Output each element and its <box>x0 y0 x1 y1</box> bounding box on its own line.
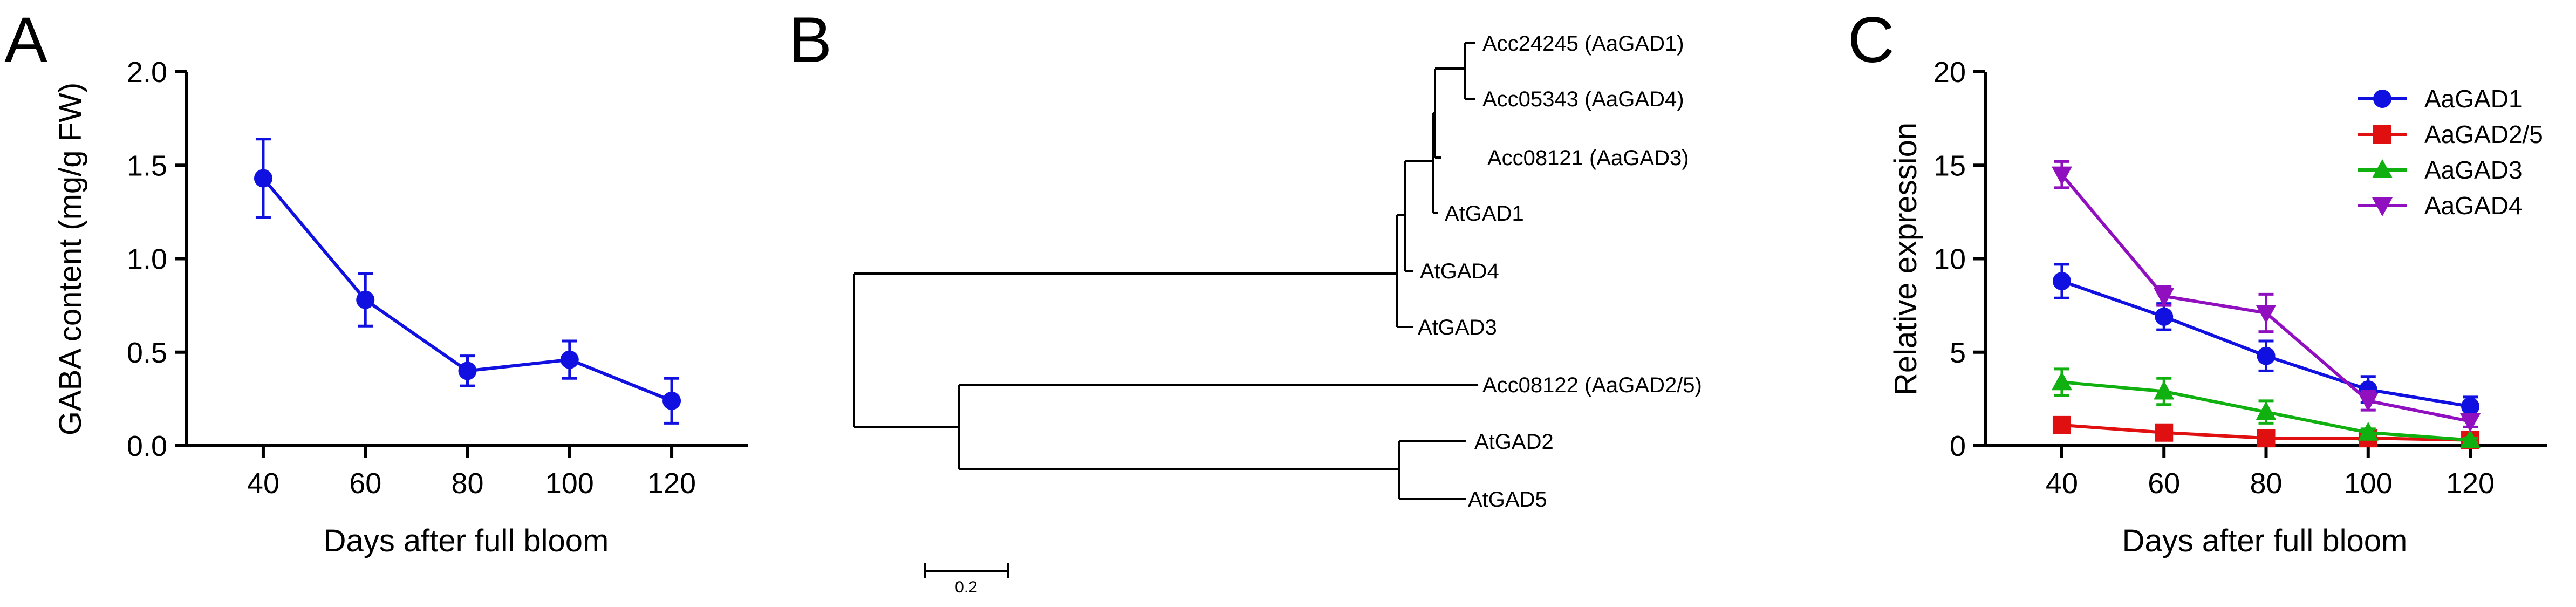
tree-leaf-label: AtGAD5 <box>1468 488 1547 511</box>
data-point <box>2051 371 2072 391</box>
legend-marker <box>2372 197 2393 216</box>
panel-b-tree: B Acc24245 (AaGAD1) Acc05343 (AaGAD4) Ac… <box>789 4 1702 596</box>
tree-leaf-label: Acc24245 (AaGAD1) <box>1482 32 1684 56</box>
panel-c-y-ticks: 0 5 10 15 20 <box>1933 56 1985 462</box>
tree-leaf-label: AtGAD1 <box>1445 202 1524 226</box>
y-tick-label: 20 <box>1933 56 1966 88</box>
y-tick-label: 10 <box>1933 243 1966 276</box>
tree-branch-root <box>853 272 1397 428</box>
panel-c-x-axis-title: Days after full bloom <box>2122 523 2408 558</box>
y-tick-label: 0.0 <box>127 430 167 462</box>
x-tick-label: 120 <box>647 467 696 500</box>
x-tick-label: 120 <box>2446 467 2495 500</box>
panel-a-x-ticks: 40 60 80 100 120 <box>247 446 696 500</box>
y-tick-label: 0.5 <box>127 337 167 369</box>
data-point <box>2052 415 2071 434</box>
tree-branch-main-clade <box>1396 214 1413 328</box>
data-point <box>2155 307 2174 326</box>
x-tick-label: 100 <box>545 467 594 500</box>
tree-leaf-labels: Acc24245 (AaGAD1) Acc05343 (AaGAD4) Acc0… <box>1418 32 1702 511</box>
legend-marker <box>2373 90 2391 108</box>
y-tick-label: 5 <box>1950 337 1966 369</box>
x-tick-label: 60 <box>2148 467 2180 500</box>
panel-c-data <box>2051 160 2481 449</box>
tree-branches <box>853 42 1478 500</box>
tree-branch-gad25-clade <box>958 384 1478 470</box>
tree-scale-bar: 0.2 <box>924 563 1009 596</box>
data-point <box>662 391 681 410</box>
panel-a-y-ticks: 0.0 0.5 1.0 1.5 2.0 <box>127 56 187 462</box>
series-aagad1 <box>2052 263 2480 418</box>
panel-a-y-axis-title: GABA content (mg/g FW) <box>53 83 88 435</box>
x-tick-label: 40 <box>2046 467 2078 500</box>
legend-marker <box>2373 125 2391 144</box>
panel-c-letter: C <box>1848 4 1895 76</box>
panel-c-x-ticks: 40 60 80 100 120 <box>2046 446 2495 500</box>
data-point <box>254 169 272 188</box>
legend-marker <box>2372 159 2393 178</box>
tree-leaf-label: Acc05343 (AaGAD4) <box>1482 87 1684 111</box>
panel-a-chart: A 0.0 0.5 1.0 1.5 2.0 40 60 80 100 120 GABA cont… <box>4 4 748 558</box>
data-point <box>2257 429 2276 448</box>
x-tick-label: 80 <box>451 467 483 500</box>
data-point <box>2460 429 2481 448</box>
tree-branch-level4 <box>1434 67 1465 159</box>
data-point <box>2256 401 2277 420</box>
legend-label: AaGAD2/5 <box>2424 120 2543 148</box>
data-point <box>2154 288 2175 307</box>
y-tick-label: 0 <box>1950 430 1966 462</box>
series-aagad3 <box>2051 367 2481 448</box>
x-tick-label: 100 <box>2344 467 2393 500</box>
series-aagad4 <box>2051 160 2481 432</box>
data-point <box>2461 397 2480 416</box>
tree-scale-bar-line <box>924 563 1009 578</box>
data-point <box>2358 421 2379 441</box>
data-point <box>2155 423 2174 442</box>
panel-a-data <box>254 138 681 425</box>
y-tick-label: 1.0 <box>127 243 167 276</box>
y-tick-label: 2.0 <box>127 56 167 88</box>
legend-label: AaGAD4 <box>2424 192 2523 220</box>
data-point <box>2154 380 2175 400</box>
tree-leaf-label: Acc08121 (AaGAD3) <box>1487 146 1689 170</box>
legend-label: AaGAD3 <box>2424 156 2523 184</box>
data-point <box>2257 346 2276 365</box>
x-tick-label: 80 <box>2250 467 2282 500</box>
data-point <box>356 290 375 309</box>
x-tick-label: 60 <box>349 467 381 500</box>
tree-leaf-label: AtGAD2 <box>1474 430 1554 454</box>
panel-c-y-axis-title: Relative expression <box>1888 122 1923 395</box>
tree-leaf-label: AtGAD4 <box>1420 260 1499 283</box>
tree-leaf-label: Acc08122 (AaGAD2/5) <box>1482 373 1702 397</box>
legend-label: AaGAD1 <box>2424 85 2523 113</box>
x-tick-label: 40 <box>247 467 279 500</box>
series-0 <box>254 138 681 425</box>
data-point <box>560 350 579 369</box>
data-point <box>2051 166 2072 186</box>
tree-leaf-label: AtGAD3 <box>1418 316 1497 339</box>
data-point <box>2460 413 2481 432</box>
data-point <box>2358 392 2379 412</box>
tree-branch-atgad2-5 <box>1398 440 1466 500</box>
data-point <box>2256 304 2277 324</box>
y-tick-label: 1.5 <box>127 149 167 182</box>
tree-branch-acc-pair <box>1464 42 1475 100</box>
panel-b-letter: B <box>789 4 832 76</box>
data-point <box>2052 272 2071 291</box>
data-point <box>458 362 477 380</box>
tree-scale-label: 0.2 <box>955 578 978 596</box>
y-tick-label: 15 <box>1933 149 1966 182</box>
tree-branch-level2 <box>1404 160 1433 272</box>
panel-a-letter: A <box>4 4 47 76</box>
panel-a-x-axis-title: Days after full bloom <box>324 523 609 558</box>
